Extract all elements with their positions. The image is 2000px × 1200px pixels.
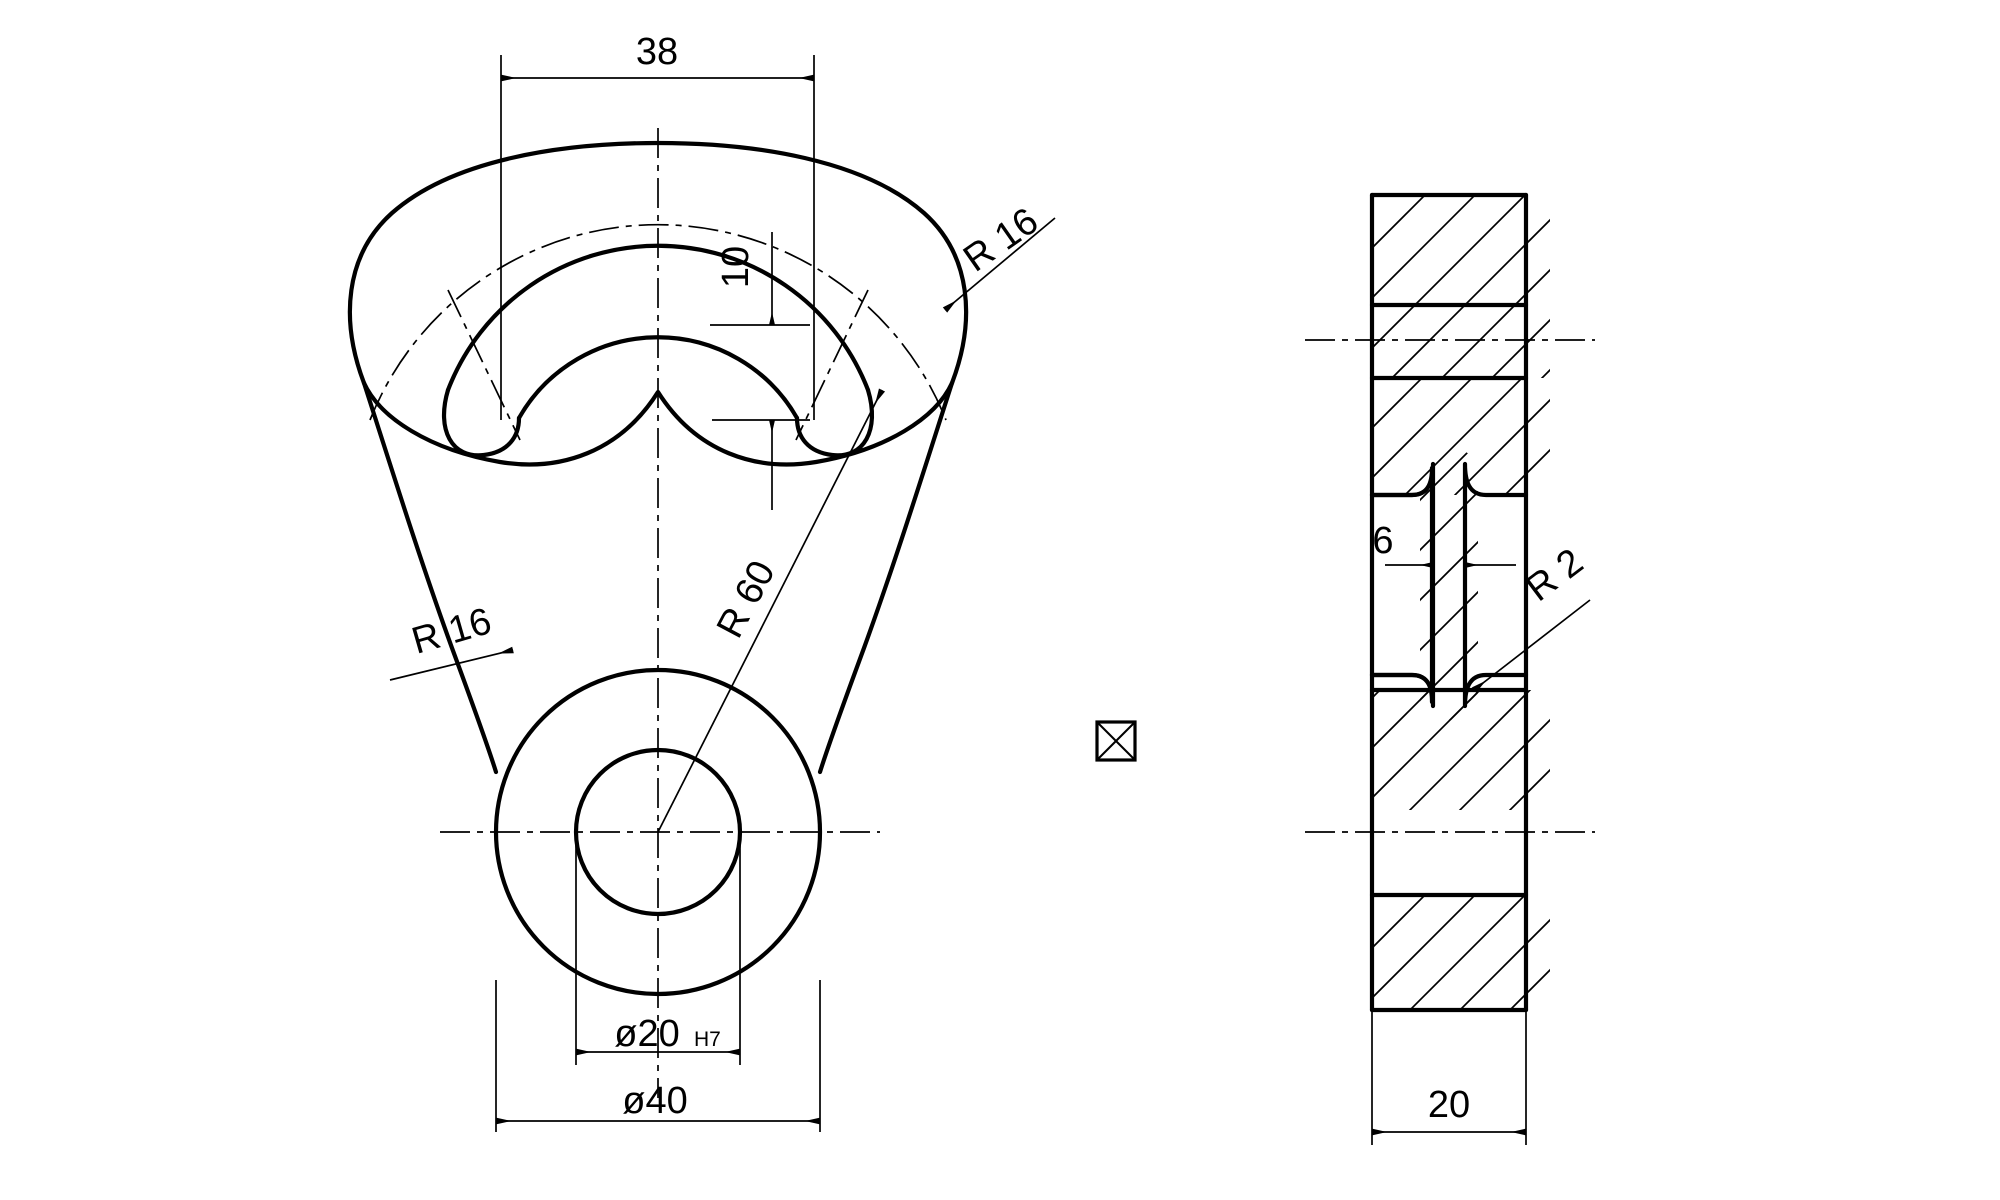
head-outer-bottom [361, 380, 955, 467]
section-view [1305, 192, 1595, 1145]
label-r16-top-right: R 16 [956, 200, 1046, 280]
crossed-square-symbol [1095, 720, 1137, 762]
dimension-d20 [575, 832, 741, 1065]
boss-outer-circle [493, 667, 823, 997]
waist-right-profile [1462, 461, 1529, 709]
crossed-square-diag-2 [1096, 721, 1136, 761]
dimension-20 [1371, 1010, 1527, 1145]
right-waist-edge [817, 380, 955, 775]
crossed-square-outline [1095, 720, 1137, 762]
front-view [347, 55, 1056, 1132]
slot-left-cap [442, 387, 522, 458]
left-waist-edge [361, 380, 499, 775]
label-20: 20 [1428, 1084, 1470, 1126]
leader-line-r2 [1471, 599, 1591, 693]
dimension-r60 [657, 388, 886, 833]
head-outer-top [347, 140, 969, 386]
slot-outer-arc [445, 243, 871, 393]
slot-left-radial-centerline [447, 289, 521, 441]
label-r60: R 60 [709, 554, 784, 645]
slot-right-cap [794, 387, 874, 458]
label-d40: ø40 [622, 1080, 687, 1122]
label-r2: R 2 [1519, 541, 1592, 610]
leader-r16-left [389, 646, 514, 681]
section-outline [1369, 192, 1529, 1013]
hatch-bottom-flange [1372, 895, 1550, 1010]
label-d20: ø20 [614, 1013, 679, 1055]
dimension-38 [500, 55, 815, 420]
leader-line-r16-left [389, 646, 514, 681]
leader-r2 [1471, 599, 1591, 693]
front-view-centerlines [369, 128, 947, 1098]
leader-line-r16-top-right [942, 217, 1056, 313]
dimension-10 [710, 232, 810, 510]
label-38: 38 [636, 31, 678, 73]
slot-inner-arc [516, 335, 800, 421]
label-10: 10 [715, 246, 757, 288]
radius-line-r60 [657, 388, 886, 833]
leader-r16-top-right [942, 217, 1056, 313]
label-r16-left: R 16 [407, 600, 496, 663]
hatch-web [1420, 452, 1478, 720]
label-6: 6 [1372, 520, 1393, 562]
slot-center-arc [369, 223, 947, 421]
label-d20-tolerance: H7 [694, 1028, 721, 1051]
slot-right-radial-centerline [795, 289, 869, 441]
waist-left-profile-outline [1369, 461, 1436, 709]
waist-left-profile [1369, 465, 1435, 705]
curved-slot [442, 243, 874, 458]
dimension-d40 [495, 980, 821, 1132]
dimension-labels: 38 10 R 16 R 16 R 60 ø20 H7 ø40 6 R 2 20 [407, 31, 1591, 1126]
